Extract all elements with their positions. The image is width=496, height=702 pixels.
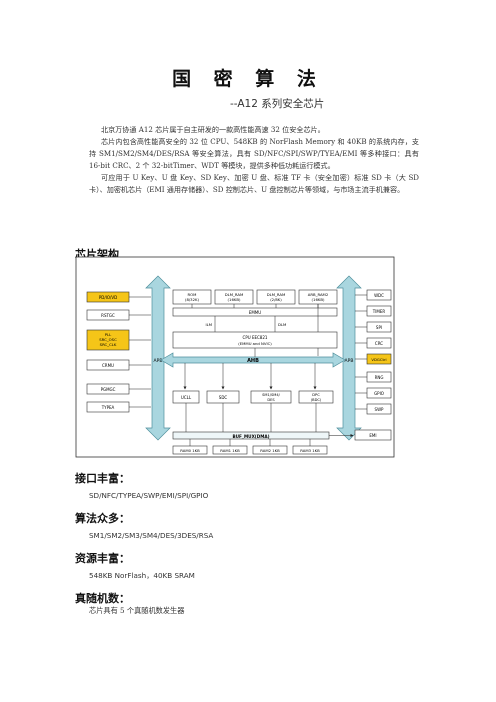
chip-architecture-diagram: APB APB AHB PD/IO/VD RSTGC PLL SRC_OSC S… [75,256,395,458]
ahb-label: AHB [247,358,259,364]
svg-text:ARB_RAM2: ARB_RAM2 [308,292,329,297]
svg-text:DLM_RAM: DLM_RAM [225,292,244,297]
svg-text:SWP: SWP [375,407,384,412]
ram-block-1: RAM1 1KB [212,445,248,455]
svg-text:TYPEA: TYPEA [101,405,115,410]
svg-text:RNG: RNG [375,375,384,380]
right-block-timer: TIMER [366,305,392,317]
right-block-vdgctrl: VDGCtrl [366,353,392,365]
right-block-swp: SWP [366,403,392,415]
svg-text:RSTGC: RSTGC [101,313,115,318]
right-block-wdc: WDC [366,289,392,301]
svg-text:PGMGC: PGMGC [101,387,116,392]
section-heading-resources: 资源丰富： [75,552,130,565]
lower-to-mux-connectors [185,403,317,432]
left-connectors [129,296,151,408]
right-connectors [355,294,367,410]
ram-block-3: RAM3 1KB [292,445,328,455]
emmu-block: EMMU [172,307,338,317]
left-block-crmu: CRMU [86,359,130,371]
svg-text:(8/32K): (8/32K) [185,297,199,302]
apb-right-label: APB [345,358,354,364]
svg-text:(2/8K): (2/8K) [270,297,282,302]
svg-text:(EMMU and NVIC): (EMMU and NVIC) [238,341,272,346]
svg-text:PLL: PLL [105,332,112,337]
svg-text:(BDC): (BDC) [311,398,322,402]
left-block-pll: PLL SRC_OSC SRC_CLK [86,329,130,351]
lower-block-sdc: SDC [206,390,240,404]
svg-text:TIMER: TIMER [372,309,386,314]
svg-text:CRMU: CRMU [102,363,114,368]
svg-text:WDC: WDC [374,293,384,298]
bus-mux-block: BUF_MUX(DMA) [172,431,330,440]
ram-block-0: RAM0 1KB [172,445,208,455]
intro-paragraph: 北京万协通 A12 芯片属于自主研发的一款高性能高速 32 位安全芯片。 [101,125,325,134]
right-block-crc: CRC [366,337,392,349]
right-block-gpio: GPIO [366,387,392,399]
intro-text: 北京万协通 A12 芯片属于自主研发的一款高性能高速 32 位安全芯片。 芯片内… [89,124,419,197]
svg-text:RAM3 1KB: RAM3 1KB [300,448,320,453]
svg-text:GPIO: GPIO [374,391,384,396]
left-block-rstgc: RSTGC [86,309,130,321]
svg-text:(16KB): (16KB) [228,297,241,302]
document-title: 国 密 算 法 [172,68,324,90]
section-heading-interfaces: 接口丰富： [75,472,130,485]
svg-text:CPU EEC821: CPU EEC821 [243,335,268,340]
document-subtitle: --A12 系列安全芯片 [230,98,325,110]
top-block-dlm-ram-2-8k: DLM_RAM (2/8K) [256,289,296,305]
left-block-pgmgc: PGMGC [86,383,130,395]
svg-text:DPC: DPC [312,393,320,397]
svg-text:SPI: SPI [376,325,382,330]
intro-paragraph: 可应用于 U Key、U 盘 Key、SD Key、加密 U 盘、标准 TF 卡… [89,173,419,195]
top-block-rom: ROM (8/32K) [172,289,212,305]
left-block-pd-io-vd: PD/IO/VD [86,291,130,303]
svg-text:BUF_MUX(DMA): BUF_MUX(DMA) [232,434,269,439]
svg-text:(16KB): (16KB) [312,297,325,302]
svg-text:EMI: EMI [369,433,376,438]
mux-ram-connectors [189,439,311,446]
ahb-bus [160,352,346,368]
svg-text:RAM2 1KB: RAM2 1KB [260,448,280,453]
svg-text:EMMU: EMMU [249,310,261,315]
apb-bus-right [336,275,362,441]
svg-text:UCLL: UCLL [181,395,192,400]
dlm-label: DLM [278,322,286,327]
top-block-arb-ram2: ARB_RAM2 (16KB) [298,289,338,305]
svg-text:SRC_CLK: SRC_CLK [100,342,117,347]
section-heading-algorithms: 算法众多： [75,512,130,525]
right-block-spi: SPI [366,321,392,333]
svg-text:SDC: SDC [219,395,228,400]
lower-block-ucll: UCLL [172,390,200,404]
svg-text:SM1/SM4/: SM1/SM4/ [262,393,281,397]
ilm-label: ILM [205,322,212,327]
lower-block-sm1-sm4-des: SM1/SM4/ DES [250,390,292,404]
svg-text:RAM1 1KB: RAM1 1KB [220,448,240,453]
top-block-dlm-ram-16kb: DLM_RAM (16KB) [214,289,254,305]
svg-text:DES: DES [267,398,275,402]
apb-bus-left [145,275,171,441]
svg-text:SRC_OSC: SRC_OSC [99,337,117,342]
right-block-rng: RNG [366,371,392,383]
section-text-resources: 548KB NorFlash，40KB SRAM [89,571,195,580]
svg-text:RAM0 1KB: RAM0 1KB [180,448,200,453]
ram-block-2: RAM2 1KB [252,445,288,455]
lower-block-dpc: DPC (BDC) [298,390,334,404]
svg-text:VDGCtrl: VDGCtrl [371,357,386,362]
section-text-random: 芯片具有 5 个真随机数发生器 [89,606,185,615]
section-text-interfaces: SD/NFC/TYPEA/SWP/EMI/SPI/GPIO [89,491,209,500]
ahb-down-connectors [183,363,317,390]
svg-text:CRC: CRC [375,341,383,346]
cpu-block: CPU EEC821 (EMMU and NVIC) [172,331,338,349]
section-text-algorithms: SM1/SM2/SM3/SM4/DES/3DES/RSA [89,531,214,540]
svg-text:ROM: ROM [188,292,197,297]
intro-paragraph: 芯片内包含高性能高安全的 32 位 CPU、548KB 的 NorFlash M… [89,137,419,171]
emi-block: EMI [354,429,392,441]
svg-text:DLM_RAM: DLM_RAM [267,292,286,297]
left-block-typea: TYPEA [86,401,130,413]
apb-left-label: APB [154,358,163,364]
section-heading-random: 真随机数： [75,592,130,605]
svg-text:PD/IO/VD: PD/IO/VD [99,295,117,300]
